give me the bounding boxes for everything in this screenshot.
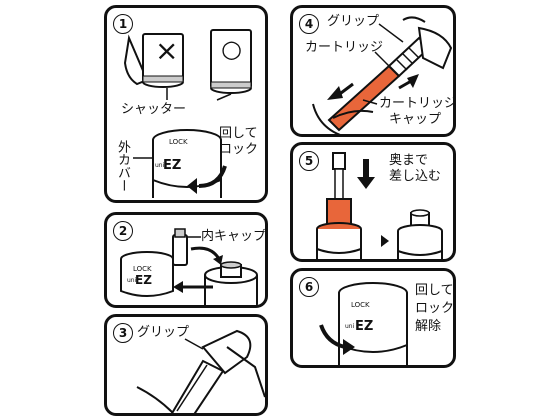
brand-small: uni [345,323,355,330]
step-3-illustration [136,329,265,413]
right-mark: ○ [221,35,242,63]
inner-cap-label: 内キャップ [201,229,267,244]
outer-cover-label: 外カバー [115,140,130,192]
step-6-illustration [319,282,408,365]
step-1-illustration [123,29,252,198]
shutter-label: シャッター [121,102,187,117]
cartridge-cap-label-line2: キャップ [389,112,442,127]
step-1-panel: 1 × ○ シャッター 外カバー 回して ロック LOCK uni EZ [104,5,268,203]
unlock-label-line2: ロック [415,301,455,316]
brand-logo: EZ [135,273,152,287]
step-number: 5 [299,151,319,171]
step-4-panel: 4 グリップ カートリッジ カートリッジ キャップ [290,5,456,137]
cartridge-cap-label-line1: カートリッジ [379,96,456,111]
insert-label-line1: 奥まで [389,153,429,168]
cartridge-label: カートリッジ [305,40,384,55]
grip-label: グリップ [137,325,190,340]
step-2-panel: 2 内キャップ LOCK uni EZ [104,212,268,308]
unlock-label-line3: 解除 [415,319,442,334]
rotate-label-line1: 回して [219,126,258,141]
step-number: 3 [113,323,133,343]
lock-text: LOCK [133,265,152,273]
wrong-mark: × [155,34,179,67]
step-number: 1 [113,14,133,34]
lock-text: LOCK [351,301,370,309]
brand-logo: EZ [355,319,374,334]
rotate-label-line2: ロック [219,142,259,157]
step-number: 4 [299,14,319,34]
step-number: 2 [113,221,133,241]
step-2-illustration [120,228,258,305]
lock-text: LOCK [169,138,188,146]
grip-label: グリップ [327,14,380,29]
unlock-label-line1: 回して [415,283,454,298]
step-5-panel: 5 奥まで 差し込む [290,142,456,262]
step-3-panel: 3 グリップ [104,314,268,416]
step-4-illustration [312,16,453,134]
step-5-illustration [316,152,443,259]
brand-logo: EZ [163,158,182,173]
insert-label-line2: 差し込む [389,169,442,184]
brand-small: uni [127,277,137,284]
step-number: 6 [299,277,319,297]
brand-small: uni [155,162,165,169]
step-6-panel: 6 LOCK uni EZ 回して ロック 解除 [290,268,456,368]
